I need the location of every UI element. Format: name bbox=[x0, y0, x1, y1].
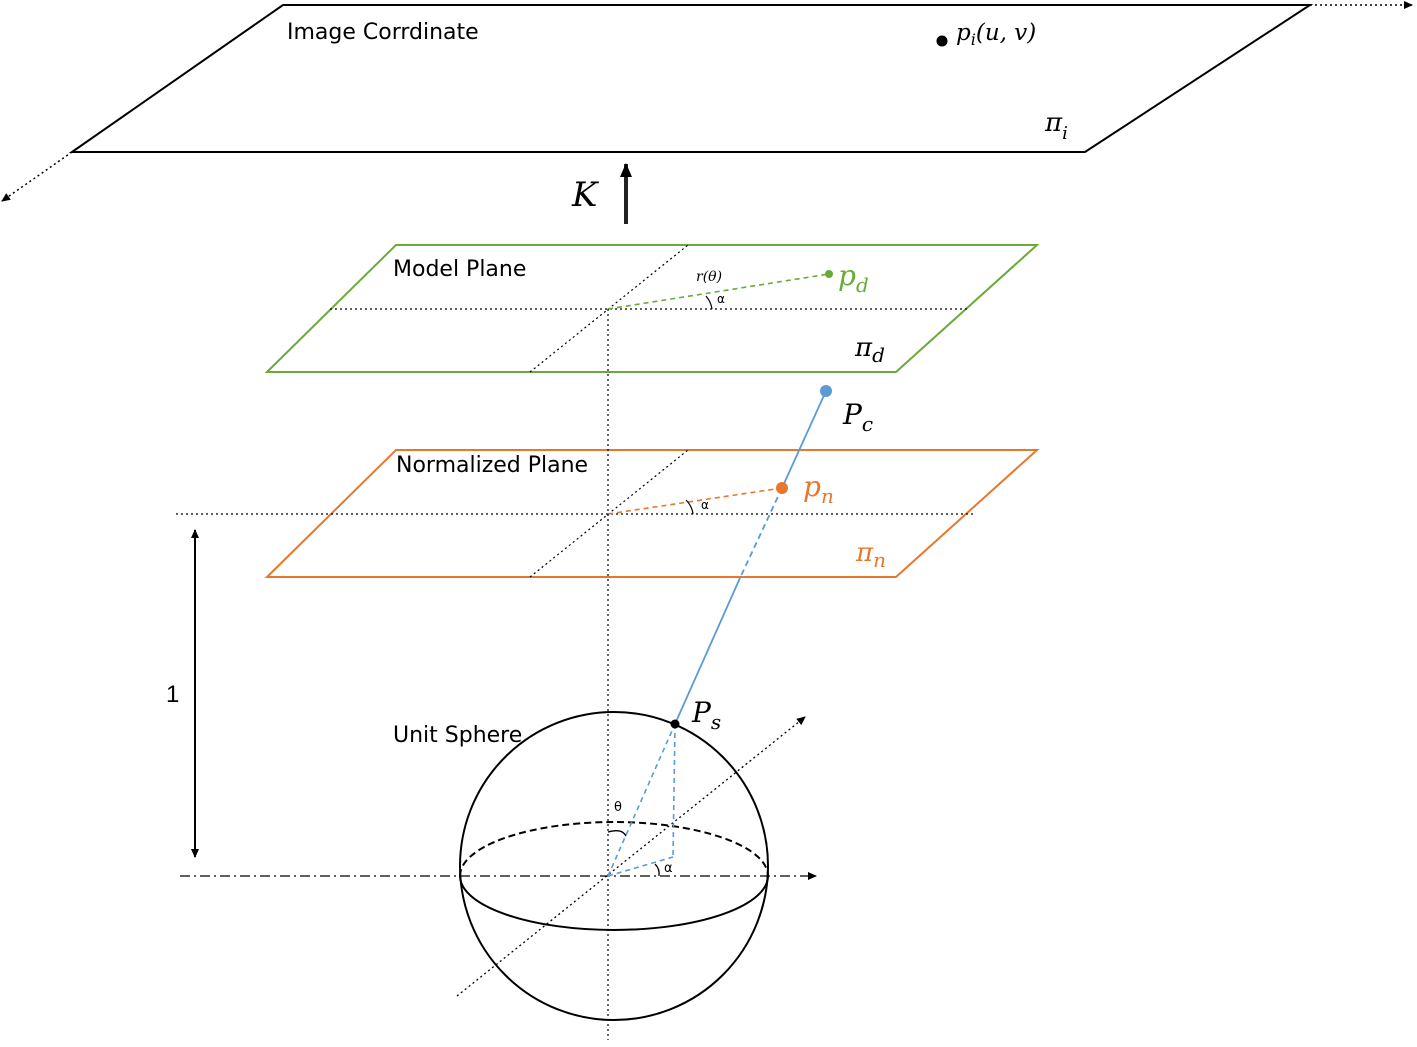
ray-segment-dashed bbox=[739, 487, 783, 579]
normalized-plane: α Normalized Plane πn bbox=[176, 449, 1040, 578]
projection-label: K bbox=[571, 175, 600, 215]
image-point-label: pi(u, v) bbox=[956, 20, 1036, 49]
sphere-axis-depth bbox=[456, 716, 806, 997]
sphere-alpha-label: α bbox=[664, 861, 673, 876]
model-plane-symbol: πd bbox=[854, 333, 885, 367]
sphere-alpha-arc bbox=[654, 863, 660, 877]
normalized-plane-title: Normalized Plane bbox=[396, 453, 588, 478]
projection-ray: Pc bbox=[674, 385, 873, 725]
model-angle-arc bbox=[705, 295, 713, 310]
sphere-point-label: Ps bbox=[691, 696, 721, 734]
camera-point-label: Pc bbox=[842, 398, 873, 436]
sphere-theta-label: θ bbox=[614, 800, 622, 815]
unit-distance-label: 1 bbox=[166, 681, 179, 708]
unit-sphere: θ α Ps Unit Sphere bbox=[180, 696, 817, 1021]
normalized-point-marker bbox=[776, 482, 788, 494]
unit-distance: 1 bbox=[166, 529, 199, 858]
image-point-marker bbox=[936, 35, 948, 47]
model-radius-label: r(θ) bbox=[696, 269, 722, 285]
sphere-theta-arc bbox=[607, 830, 627, 837]
image-plane-title: Image Corrdinate bbox=[287, 20, 479, 45]
sphere-point-marker bbox=[670, 719, 680, 729]
sphere-vertical-drop bbox=[672, 723, 676, 858]
image-axis-left-arrow bbox=[1, 151, 73, 202]
normalized-angle-label: α bbox=[701, 498, 709, 512]
model-radius-line bbox=[607, 273, 830, 310]
normalized-point-label: pn bbox=[803, 470, 834, 508]
normalized-angle-arc bbox=[685, 499, 694, 515]
normalized-radius-line bbox=[607, 487, 783, 515]
sphere-equator-front bbox=[459, 875, 769, 931]
image-plane-outline bbox=[68, 4, 1314, 153]
sphere-projection-line bbox=[607, 856, 674, 877]
model-point-label: pd bbox=[838, 259, 869, 297]
camera-point-marker bbox=[820, 385, 832, 397]
model-point-marker bbox=[825, 270, 833, 278]
sphere-outline bbox=[459, 711, 769, 1021]
model-plane: α r(θ) Model Plane pd πd bbox=[264, 244, 1040, 373]
projection-k: K bbox=[571, 163, 632, 224]
sphere-equator-back bbox=[459, 821, 769, 877]
ray-segment-lower bbox=[674, 577, 741, 725]
ray-segment-upper bbox=[781, 390, 827, 489]
model-plane-title: Model Plane bbox=[393, 257, 526, 282]
image-plane: Image Corrdinate pi(u, v) πi bbox=[1, 1, 1413, 202]
model-angle-label: α bbox=[717, 292, 725, 306]
normalized-plane-symbol: πn bbox=[855, 538, 886, 572]
image-plane-symbol: πi bbox=[1044, 108, 1068, 144]
normalized-plane-outline bbox=[264, 449, 1040, 578]
sphere-title: Unit Sphere bbox=[393, 723, 522, 748]
model-plane-outline bbox=[264, 244, 1040, 373]
sphere-radius-line bbox=[607, 723, 676, 877]
